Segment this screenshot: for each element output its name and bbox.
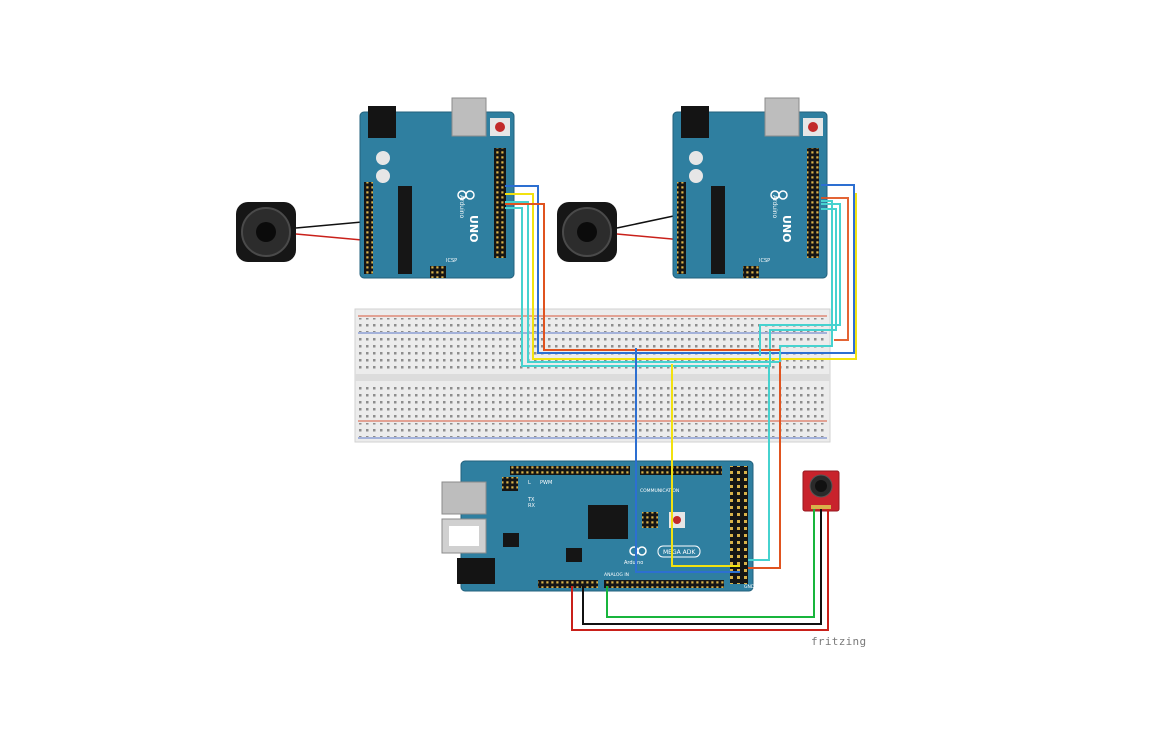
analog-in-label: ANALOG IN: [604, 572, 629, 578]
uno-model-label-2: UNO: [780, 215, 793, 243]
l-led-label: L: [528, 480, 531, 486]
arduino-uno-2: ICSP UNO Arduino: [672, 97, 828, 279]
mega-gnd-label: GND: [744, 584, 755, 590]
arduino-mega-adk: Arduino MEGA ADK L TX RX PWM COMMUNICATI…: [441, 460, 755, 592]
speaker-wires: [295, 213, 684, 241]
mega-model-label: MEGA ADK: [663, 549, 696, 556]
uno-brand-label-2: Arduino: [771, 195, 778, 219]
mega-brand-label: Arduino: [624, 560, 643, 566]
communication-label: COMMUNICATION: [640, 488, 679, 494]
uno-model-label: UNO: [467, 215, 480, 243]
speaker-1: [236, 202, 296, 262]
fritzing-watermark: fritzing: [811, 635, 867, 648]
microphone-sensor: [802, 470, 840, 512]
pwm-label: PWM: [540, 480, 552, 486]
speaker-2: [557, 202, 617, 262]
wires: [505, 184, 857, 631]
arduino-uno-1: ICSP UNO Arduino: [359, 97, 515, 279]
icsp-label: ICSP: [446, 258, 457, 264]
icsp-label-2: ICSP: [759, 258, 770, 264]
tx-label: TX: [527, 497, 535, 503]
uno-brand-label: Arduino: [458, 195, 465, 219]
rx-label: RX: [528, 503, 535, 509]
breadboard: [354, 308, 831, 443]
